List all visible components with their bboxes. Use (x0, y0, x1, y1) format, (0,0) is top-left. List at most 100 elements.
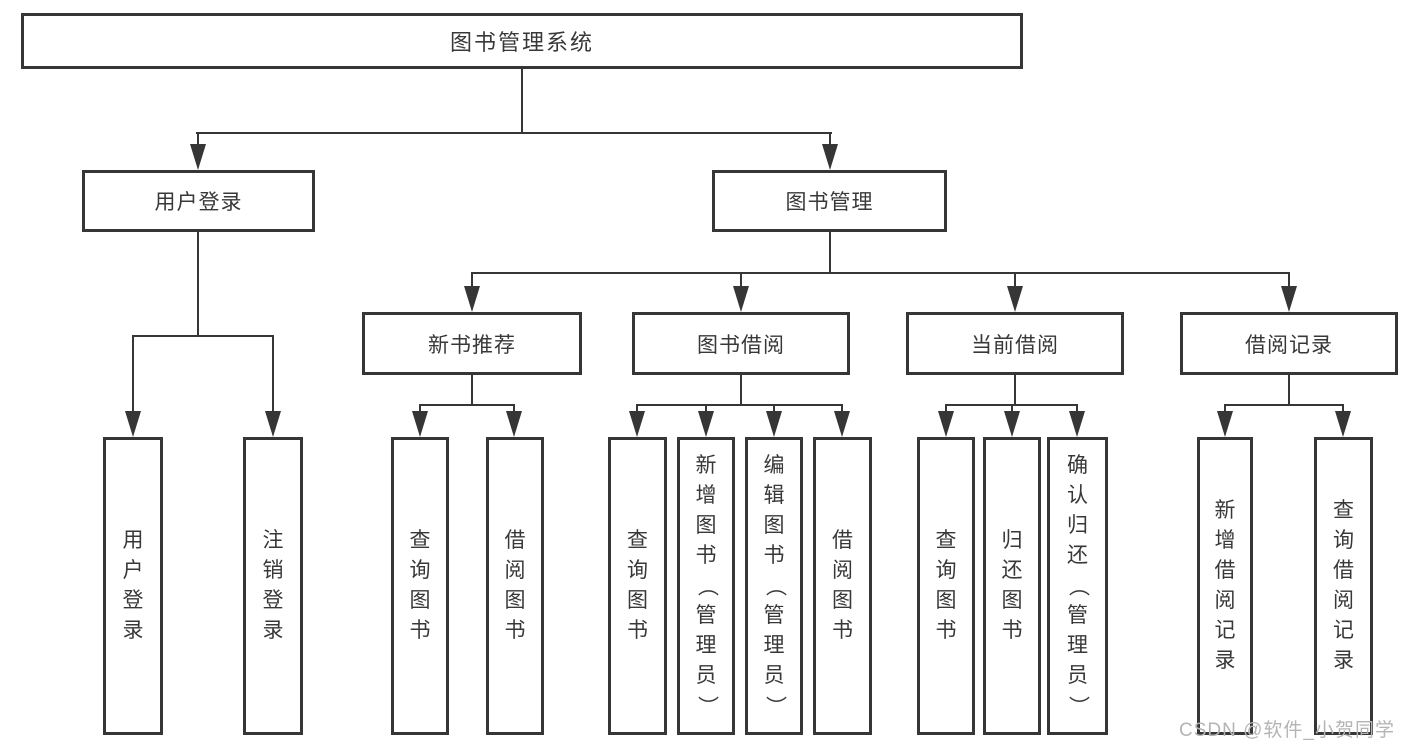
arrow-down-icon (506, 411, 522, 437)
csdn-watermark: CSDN @软件_小贺同学 (1179, 720, 1395, 741)
leaf-borrow-books-2: 借阅图书 (813, 437, 872, 735)
arrow-down-icon (412, 411, 428, 437)
vertical-char: 记 (1214, 619, 1236, 642)
node-book-borrow: 图书借阅 (632, 312, 850, 375)
leaf-borrow-books-1: 借阅图书 (486, 437, 544, 735)
node-label: 编辑图书（管理员） (763, 451, 786, 721)
vertical-char: 新 (1214, 499, 1236, 522)
connector-line (945, 404, 1078, 406)
node-label: 注销登录 (263, 526, 284, 646)
arrow-down-icon (265, 411, 281, 437)
vertical-char: 登 (122, 589, 144, 612)
node-new-book-recommend: 新书推荐 (362, 312, 582, 375)
vertical-char: 图 (763, 514, 785, 537)
vertical-char: 认 (1067, 484, 1088, 507)
vertical-char: 还 (1001, 559, 1023, 582)
connector-line (196, 132, 832, 134)
vertical-char: 理 (1067, 634, 1088, 657)
vertical-char: （ (1066, 575, 1090, 597)
connector-line (773, 405, 775, 413)
vertical-char: 查 (627, 529, 648, 552)
vertical-char: 注 (262, 529, 284, 552)
leaf-query-borrow-record: 查询借阅记录 (1314, 437, 1373, 735)
connector-line (197, 133, 199, 146)
vertical-char: 书 (832, 619, 853, 642)
leaf-return-book: 归还图书 (983, 437, 1041, 735)
connector-line (705, 405, 707, 413)
vertical-char: 录 (122, 619, 144, 642)
connector-line (1224, 405, 1226, 413)
arrow-down-icon (464, 286, 480, 312)
connector-line (1014, 375, 1016, 405)
node-label: 用户登录 (154, 191, 243, 214)
vertical-char: 图 (627, 589, 648, 612)
node-label: 图书管理 (785, 191, 874, 214)
vertical-char: 借 (832, 529, 853, 552)
node-current-borrow: 当前借阅 (906, 312, 1124, 375)
arrow-down-icon (1335, 411, 1351, 437)
vertical-char: 图 (935, 589, 957, 612)
arrow-down-icon (1281, 286, 1297, 312)
connector-line (471, 273, 473, 288)
connector-line (636, 405, 638, 413)
vertical-char: 书 (409, 619, 431, 642)
vertical-char: 归 (1067, 514, 1088, 537)
node-label: 用户登录 (123, 526, 144, 646)
vertical-char: 员 (1067, 664, 1088, 687)
node-label: 图书借阅 (697, 333, 785, 357)
node-label: 当前借阅 (971, 333, 1059, 357)
node-label: 查询图书 (936, 526, 957, 646)
vertical-char: 借 (1333, 559, 1354, 582)
arrow-down-icon (938, 411, 954, 437)
vertical-char: 确 (1067, 454, 1088, 477)
node-library-management-system: 图书管理系统 (21, 13, 1023, 69)
vertical-char: 书 (695, 544, 717, 567)
leaf-logout: 注销登录 (243, 437, 303, 735)
leaf-user-login: 用户登录 (103, 437, 163, 735)
vertical-char: 书 (1001, 619, 1023, 642)
vertical-char: 录 (1214, 649, 1236, 672)
arrow-down-icon (629, 411, 645, 437)
vertical-char: 登 (262, 589, 284, 612)
connector-line (132, 336, 134, 413)
vertical-char: 图 (832, 589, 853, 612)
vertical-char: 书 (763, 544, 785, 567)
vertical-char: 借 (1214, 559, 1236, 582)
connector-line (1288, 273, 1290, 288)
node-label: 新增图书（管理员） (695, 451, 718, 721)
node-label: 查询图书 (410, 526, 431, 646)
vertical-char: 借 (504, 529, 526, 552)
vertical-char: （ (695, 575, 718, 597)
arrow-down-icon (190, 144, 206, 170)
leaf-add-borrow-record: 新增借阅记录 (1197, 437, 1253, 735)
vertical-char: 增 (695, 484, 717, 507)
connector-line (521, 69, 523, 133)
vertical-char: 询 (1333, 529, 1354, 552)
vertical-char: 理 (763, 634, 785, 657)
node-label: 新书推荐 (428, 333, 516, 357)
connector-line (419, 405, 421, 413)
node-label: 归还图书 (1002, 526, 1023, 646)
vertical-char: 户 (122, 559, 144, 582)
connector-line (740, 375, 742, 405)
vertical-char: 阅 (504, 559, 526, 582)
leaf-query-books-3: 查询图书 (917, 437, 975, 735)
connector-line (1076, 405, 1078, 413)
vertical-char: 销 (262, 559, 284, 582)
vertical-char: 增 (1214, 529, 1236, 552)
vertical-char: 图 (504, 589, 526, 612)
node-label: 确认归还（管理员） (1067, 451, 1090, 721)
arrow-down-icon (698, 411, 714, 437)
arrow-down-icon (1007, 286, 1023, 312)
vertical-char: 员 (763, 664, 785, 687)
node-label: 借阅图书 (832, 526, 853, 646)
vertical-char: 归 (1001, 529, 1023, 552)
vertical-char: 书 (504, 619, 526, 642)
connector-line (1014, 273, 1016, 288)
connector-line (197, 232, 199, 336)
connector-line (513, 405, 515, 413)
connector-line (1342, 405, 1344, 413)
vertical-char: 阅 (1333, 589, 1354, 612)
node-label: 新增借阅记录 (1215, 496, 1236, 676)
vertical-char: ） (763, 695, 786, 717)
